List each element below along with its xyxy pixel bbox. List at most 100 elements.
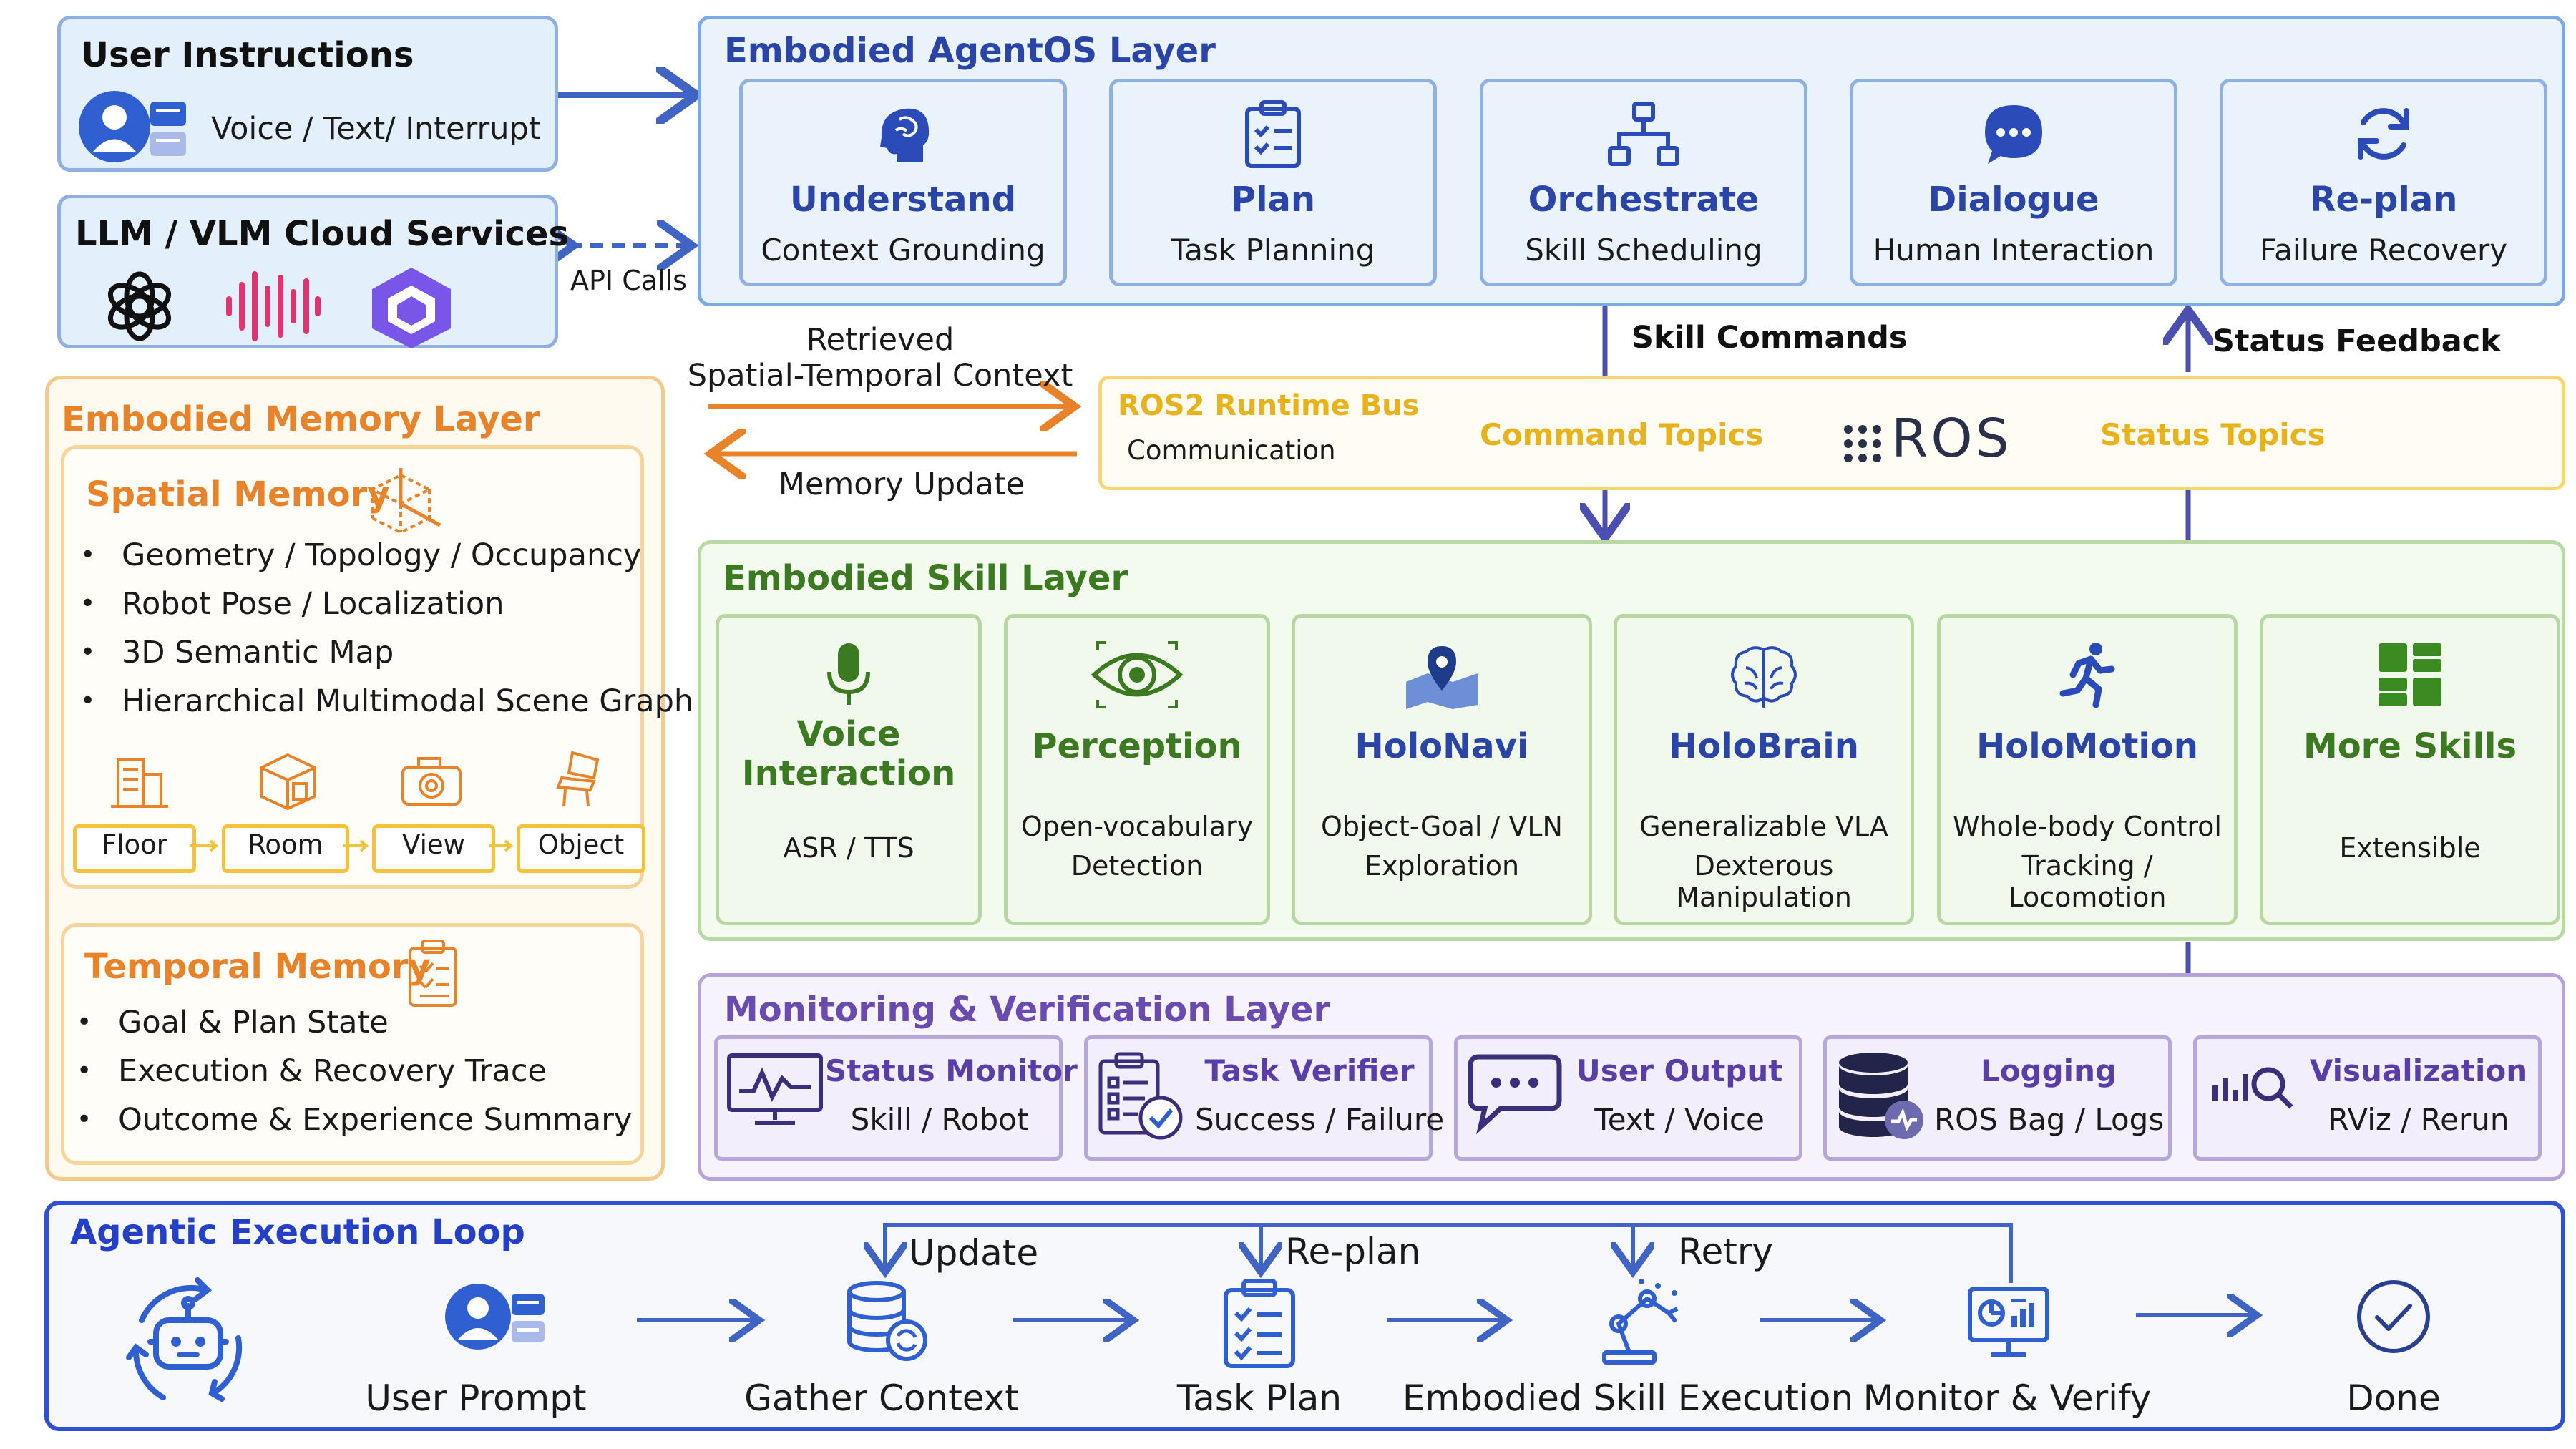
- brain-icon: [1617, 639, 1911, 713]
- skill-card-title: Voice: [796, 714, 901, 754]
- skill-card-sub-line2: Detection: [1070, 850, 1204, 882]
- loop-feedback-update: Update: [909, 1232, 1039, 1274]
- grid-icon: [2263, 639, 2557, 713]
- chart-search-icon: [2204, 1050, 2297, 1124]
- loop-title: Agentic Execution Loop: [70, 1212, 525, 1252]
- room-icon: [260, 753, 316, 811]
- spatial-item: Robot Pose / Localization: [64, 580, 637, 628]
- monitor-verify-icon: [1968, 1287, 2049, 1357]
- cloud-services-box: LLM / VLM Cloud Services: [57, 195, 569, 348]
- ros2-runtime-bus: ROS2 Runtime Bus Communication Command T…: [1098, 376, 2565, 490]
- user-instructions-box: User Instructions Voice / Text/ Interrup…: [57, 16, 558, 172]
- api-calls-label: API Calls: [570, 265, 687, 296]
- monitor-card-title: User Output: [1576, 1053, 1783, 1088]
- agentos-card-title: Dialogue: [1928, 180, 2099, 220]
- microphone-icon: [719, 639, 978, 713]
- command-topics-label: Command Topics: [1480, 417, 1764, 452]
- skill-card-sub: Open-vocabulary: [1020, 811, 1254, 842]
- monitor-card-title: Task Verifier: [1204, 1053, 1415, 1088]
- status-feedback-label: Status Feedback: [2212, 323, 2501, 359]
- spatial-memory-box: Spatial Memory Geometry / Topology / Occ…: [61, 445, 693, 889]
- skill-card-title: More Skills: [2303, 726, 2517, 766]
- agentos-card-title: Understand: [789, 180, 1017, 220]
- hierarchy-room-chip: Room: [222, 824, 349, 873]
- monitor-card-sub: Text / Voice: [1594, 1102, 1765, 1137]
- agentos-title: Embodied AgentOS Layer: [724, 31, 1216, 71]
- monitor-card-title: Visualization: [2309, 1053, 2528, 1088]
- skill-card-sub-line2: Dexterous Manipulation: [1676, 850, 1852, 913]
- monitor-card-sub: Success / Failure: [1195, 1102, 1445, 1137]
- gather-context-icon: [847, 1281, 927, 1361]
- monitor-card-title: Status Monitor: [825, 1053, 1078, 1088]
- robot-arm-icon: [1602, 1279, 1679, 1365]
- robot-cycle-icon: [126, 1277, 243, 1402]
- chair-icon: [556, 751, 600, 807]
- building-icon: [111, 758, 168, 808]
- skill-card-sub: Generalizable VLA: [1639, 811, 1888, 842]
- skill-card-title-line2: Interaction: [741, 753, 956, 794]
- agentos-card-title: Plan: [1230, 180, 1316, 220]
- user-prompt-icon: [445, 1284, 545, 1350]
- hierarchy-object-chip: Object: [517, 824, 645, 873]
- openai-logo: [108, 271, 171, 341]
- monitoring-title: Monitoring & Verification Layer: [724, 990, 1331, 1030]
- skill-card-title: HoloNavi: [1355, 726, 1529, 766]
- monitor-chart-icon: [725, 1050, 825, 1131]
- temporal-memory-box: Temporal Memory Goal & Plan State Execut…: [61, 923, 644, 1165]
- 3d-cube-icon: [369, 468, 441, 535]
- user-card-icon: [79, 91, 186, 162]
- monitor-card-sub: ROS Bag / Logs: [1934, 1102, 2165, 1137]
- cloud-services-title: LLM / VLM Cloud Services: [75, 214, 570, 254]
- skill-card-sub: Object-Goal / VLN: [1321, 811, 1563, 842]
- spatial-item: Geometry / Topology / Occupancy: [64, 531, 641, 580]
- checklist-icon: [1113, 98, 1433, 172]
- retrieved-label: Retrieved: [806, 322, 955, 358]
- loop-step-monitor-verify: Monitor & Verify: [1863, 1377, 2152, 1419]
- agentos-card-sub: Task Planning: [1171, 233, 1375, 268]
- loop-step-task-plan: Task Plan: [1176, 1377, 1342, 1419]
- agentos-card-sub: Skill Scheduling: [1525, 233, 1762, 268]
- temporal-memory-list: Goal & Plan State Execution & Recovery T…: [61, 998, 633, 1144]
- skill-card-sub: Extensible: [2339, 832, 2481, 864]
- spatial-memory-list: Geometry / Topology / Occupancy Robot Po…: [64, 531, 693, 726]
- memory-title: Embodied Memory Layer: [62, 399, 540, 439]
- temporal-memory-title: Temporal Memory: [84, 947, 431, 987]
- ros-dots-icon: [1844, 425, 1881, 462]
- hierarchy-floor-chip: Floor: [73, 824, 196, 873]
- user-instructions-title: User Instructions: [81, 35, 414, 75]
- skill-card-sub: ASR / TTS: [783, 832, 914, 864]
- spatial-item: 3D Semantic Map: [64, 628, 637, 677]
- memory-update-label: Memory Update: [778, 467, 1025, 502]
- temporal-item: Execution & Recovery Trace: [61, 1047, 633, 1096]
- speech-bubble-icon: [1465, 1050, 1565, 1138]
- skill-commands-label: Skill Commands: [1631, 320, 1908, 356]
- waveform-logo: [226, 271, 321, 341]
- ros-bus-sub: Communication: [1127, 435, 1336, 466]
- qwen-logo: [372, 268, 451, 348]
- hierarchy-icon: [1483, 98, 1804, 172]
- spatial-temporal-label: Spatial-Temporal Context: [687, 358, 1073, 394]
- monitor-card-sub: Skill / Robot: [850, 1102, 1029, 1137]
- monitor-card-title: Logging: [1980, 1053, 2117, 1088]
- loop-feedback-replan: Re-plan: [1285, 1231, 1421, 1272]
- hierarchy-arrows: [190, 839, 514, 852]
- skill-card-title: HoloBrain: [1669, 726, 1859, 766]
- hierarchy-view-chip: View: [372, 824, 495, 873]
- refresh-icon: [2223, 98, 2544, 172]
- database-icon: [1834, 1050, 1927, 1146]
- spatial-item: Hierarchical Multimodal Scene Graph: [64, 677, 693, 726]
- camera-icon: [401, 757, 462, 806]
- skill-card-sub-line2: Exploration: [1364, 850, 1520, 882]
- skill-card-sub: Whole-body Control: [1953, 811, 2222, 842]
- temporal-item: Goal & Plan State: [61, 998, 633, 1047]
- clipboard-check-icon: [1095, 1050, 1188, 1146]
- map-pin-icon: [1295, 639, 1589, 713]
